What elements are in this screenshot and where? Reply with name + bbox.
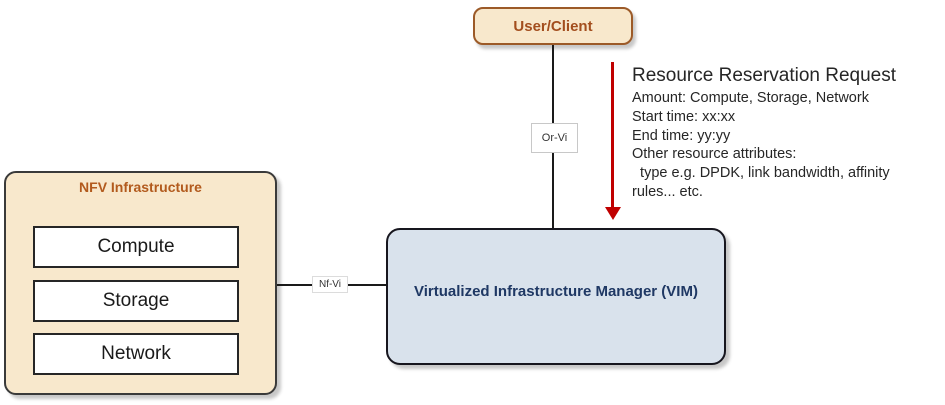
annotation-line-rules: rules... etc. <box>632 183 703 200</box>
component-box-storage: Storage <box>33 280 239 322</box>
network-label: Network <box>101 343 171 364</box>
annotation-line-type: type e.g. DPDK, link bandwidth, affinity <box>632 165 890 182</box>
annotation-line-other-attributes: Other resource attributes: <box>632 146 797 163</box>
vim-label: Virtualized Infrastructure Manager (VIM) <box>414 283 698 300</box>
or-vi-label-text: Or-Vi <box>541 132 568 144</box>
nf-vi-label-text: Nf-Vi <box>318 279 342 290</box>
annotation-line-start-time: Start time: xx:xx <box>632 108 736 125</box>
nfv-infrastructure-title: NFV Infrastructure <box>79 179 202 195</box>
component-box-compute: Compute <box>33 226 239 268</box>
red-arrow-line <box>611 62 614 207</box>
or-vi-label: Or-Vi <box>531 123 578 153</box>
annotation-block: Resource Reservation Request Amount: Com… <box>632 63 942 202</box>
vim-box: Virtualized Infrastructure Manager (VIM) <box>386 228 726 365</box>
nf-vi-label: Nf-Vi <box>312 276 348 293</box>
annotation-line-amount: Amount: Compute, Storage, Network <box>632 90 869 106</box>
user-client-box: User/Client <box>473 7 633 45</box>
compute-label: Compute <box>97 236 175 257</box>
storage-label: Storage <box>102 290 170 311</box>
annotation-line-end-time: End time: yy:yy <box>632 127 731 144</box>
annotation-title: Resource Reservation Request <box>632 65 897 86</box>
user-client-label: User/Client <box>513 17 593 35</box>
component-box-network: Network <box>33 333 239 375</box>
red-arrow-head-icon <box>605 207 621 220</box>
nfv-infrastructure-box: NFV Infrastructure Compute Storage Netwo… <box>4 171 277 395</box>
